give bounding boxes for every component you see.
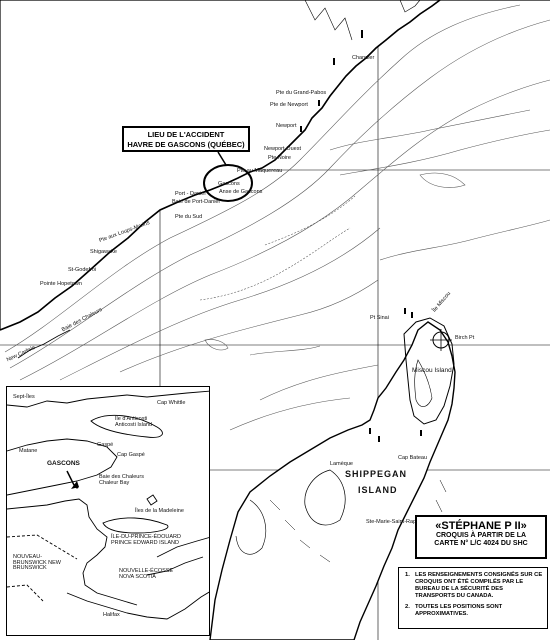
- title-block: «STÉPHANE P II» CROQUIS À PARTIR DE LA C…: [415, 515, 547, 559]
- inset-label-matane: Matane: [19, 448, 38, 454]
- label-gascons: Gascons: [218, 181, 240, 187]
- accident-location-marker: [203, 151, 253, 202]
- label-shigawake: Shigawake: [90, 249, 117, 255]
- label-chandler: Chandler: [352, 55, 375, 61]
- new-brunswick-coast: [209, 317, 456, 640]
- label-shippegan: SHIPPEGAN: [345, 469, 408, 479]
- note-number: 1.: [405, 572, 410, 578]
- position-marker-miscou: [430, 329, 452, 351]
- inset-label-anticosti: Île d'Anticosti Anticosti Island: [115, 416, 152, 428]
- label-cap-bateau: Cap Bateau: [398, 455, 428, 461]
- inset-label-gaspe: Gaspé: [97, 442, 114, 448]
- label-baie-port-daniel: Baie de Port-Daniel: [172, 199, 220, 205]
- title-line1: CROQUIS À PARTIR DE LA: [435, 532, 527, 539]
- inset-label-halifax: Halifax: [103, 612, 120, 618]
- note-item: 2. TOUTES LES POSITIONS SONT APPROXIMATI…: [405, 604, 543, 618]
- navigation-markers: [300, 30, 422, 442]
- label-miscou-island: Miscou Island: [412, 367, 452, 374]
- label-anse-gascons: Anse de Gascons: [219, 189, 263, 195]
- note-text: LES RENSEIGNEMENTS CONSIGNÉS SUR CE CROQ…: [415, 572, 543, 599]
- inset-map-drawing: [7, 390, 209, 620]
- inset-label-nouveau-brunswick: NOUVEAU-BRUNSWICK NEW BRUNSWICK: [13, 554, 61, 571]
- label-pte-grand-pabos: Pte du Grand-Pabos: [276, 90, 327, 96]
- accident-callout-line1: LIEU DE L'ACCIDENT: [147, 130, 225, 139]
- label-pte-maquereau: Pte au Maquereau: [237, 168, 283, 174]
- notes-box: 1. LES RENSEIGNEMENTS CONSIGNÉS SUR CE C…: [398, 567, 548, 629]
- inset-label-cap-gaspe: Cap Gaspé: [117, 452, 145, 458]
- label-pointe-hopetown: Pointe Hopetown: [40, 281, 82, 287]
- gaspe-coast: [0, 0, 550, 359]
- accident-callout: LIEU DE L'ACCIDENT HAVRE DE GASCONS (QUÉ…: [122, 126, 250, 152]
- label-newport-ouest: Newport-Ouest: [264, 146, 301, 152]
- inset-label-sept-iles: Sept-Îles: [13, 394, 35, 400]
- label-port-daniel: Port - Daniel: [175, 191, 206, 197]
- label-pte-newport: Pte de Newport: [270, 102, 308, 108]
- label-birch-point: Birch Pt: [455, 335, 475, 341]
- accident-callout-line2: HAVRE DE GASCONS (QUÉBEC): [127, 140, 245, 149]
- inset-label-iles-madeleine: Îles de la Madeleine: [135, 508, 184, 514]
- note-item: 1. LES RENSEIGNEMENTS CONSIGNÉS SUR CE C…: [405, 572, 543, 600]
- note-number: 2.: [405, 604, 410, 610]
- label-pte-du-sud: Pte du Sud: [175, 214, 203, 220]
- depth-contours: [4, 4, 550, 431]
- label-st-godefroi: St-Godefroi: [68, 267, 97, 273]
- inset-label-nouvelle-ecosse: NOUVELLE-ÉCOSSE NOVA SCOTIA: [119, 568, 174, 580]
- title-line2: CARTE N° L/C 4024 DU SHC: [434, 540, 528, 547]
- inset-label-cap-whittle: Cap Whittle: [157, 400, 186, 406]
- note-text: TOUTES LES POSITIONS SONT APPROXIMATIVES…: [415, 604, 503, 617]
- inset-label-ipe: ÎLE-DU-PRINCE-ÉDOUARD PRINCE EDWARD ISLA…: [111, 534, 181, 546]
- label-island: ISLAND: [358, 485, 398, 495]
- label-pt-sinai: Pt Sinai: [370, 315, 389, 321]
- label-lameque: Lamèque: [330, 461, 353, 467]
- chart-title: «STÉPHANE P II»: [435, 520, 527, 532]
- label-ste-marie: Ste-Marie-Saint-Raphaël: [366, 519, 427, 525]
- label-pte-noire: Pte Noire: [268, 155, 291, 161]
- inset-map: Sept-Îles Cap Whittle Île d'Anticosti An…: [6, 386, 210, 636]
- inset-label-baie-chaleurs: Baie des Chaleurs Chaleur Bay: [99, 474, 144, 486]
- label-newport: Newport: [276, 123, 297, 129]
- inset-label-gascons: GASCONS: [47, 460, 80, 467]
